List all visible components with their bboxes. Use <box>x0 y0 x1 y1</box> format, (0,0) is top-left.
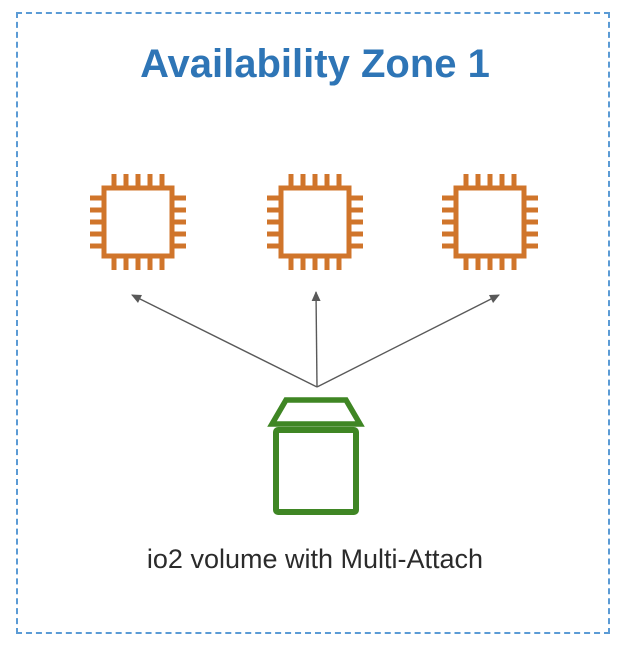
ec2-instance-chip-icon <box>267 174 363 270</box>
zone-title: Availability Zone 1 <box>140 42 490 86</box>
ec2-instance-chip-icon <box>442 174 538 270</box>
ebs-volume-icon <box>267 397 365 515</box>
ec2-instance-chip-icon <box>90 174 186 270</box>
availability-zone-boundary <box>16 12 610 634</box>
volume-caption: io2 volume with Multi-Attach <box>146 544 484 574</box>
